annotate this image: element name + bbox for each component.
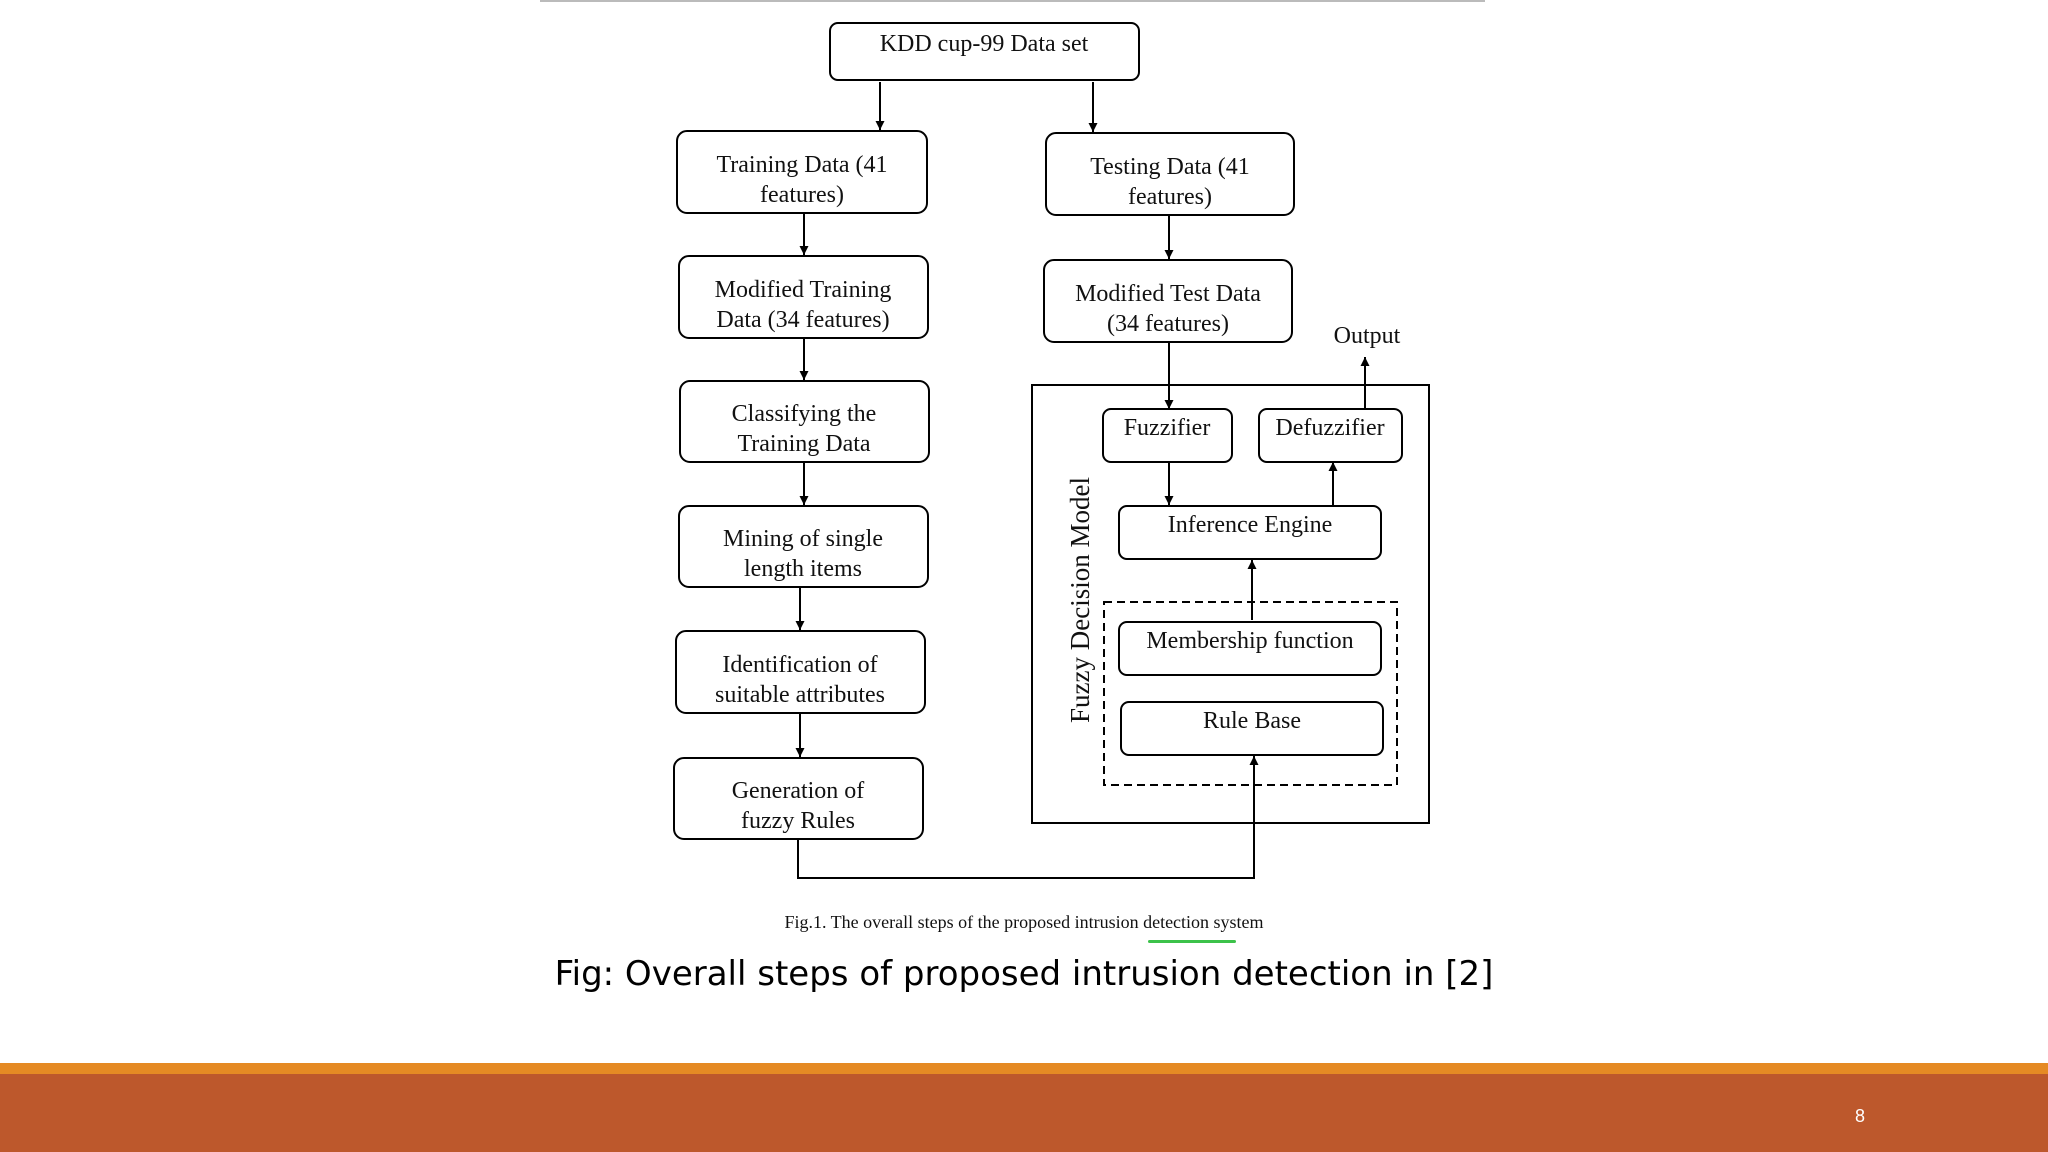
identification-label: Identification of suitable attributes: [715, 652, 885, 708]
train-line-2: features): [760, 182, 844, 208]
defuzzifier-box: [1258, 408, 1403, 463]
testing-data-label: Testing Data (41 features): [1090, 154, 1250, 210]
classifying-box: [679, 380, 930, 463]
membership-function-box: [1118, 621, 1382, 676]
testing-data-box: [1045, 132, 1295, 216]
generate-line-1: Generation of: [732, 778, 865, 804]
fuzzy-decision-model-label: Fuzzy Decision Model: [1065, 477, 1095, 723]
membership-function-label: Membership function: [1146, 628, 1353, 654]
rule-base-box: [1120, 701, 1384, 756]
defuzzifier-line-1: Defuzzifier: [1275, 415, 1384, 441]
membership-line-1: Membership function: [1146, 628, 1353, 654]
mod_train-line-1: Modified Training: [715, 277, 892, 303]
mod_test-line-1: Modified Test Data: [1075, 281, 1261, 307]
mining-line-2: length items: [744, 556, 862, 582]
fuzzifier-line-1: Fuzzifier: [1124, 415, 1211, 441]
generation-label: Generation of fuzzy Rules: [732, 778, 865, 834]
fuzzy-decision-model-box: [1031, 384, 1430, 824]
inference-engine-label: Inference Engine: [1168, 512, 1333, 538]
classify-line-1: Classifying the: [732, 401, 877, 427]
identify-line-2: suitable attributes: [715, 682, 885, 708]
output-label: Output: [1334, 323, 1401, 349]
mining-label: Mining of single length items: [723, 526, 883, 582]
footer-bar: [0, 1074, 2048, 1152]
kdd-dataset-box: [829, 22, 1140, 81]
node-boxes: [673, 22, 1403, 840]
mining-box: [678, 505, 929, 588]
caption-highlight-underline: [1148, 940, 1236, 943]
figure-caption-original: Fig.1. The overall steps of the proposed…: [784, 912, 1264, 932]
identify-line-1: Identification of: [722, 652, 877, 678]
classify-line-2: Training Data: [737, 431, 870, 457]
fuzzifier-label: Fuzzifier: [1124, 415, 1211, 441]
kdd-dataset-label: KDD cup-99 Data set: [880, 31, 1089, 57]
generation-box: [673, 757, 924, 840]
connectors: [795, 82, 1370, 879]
arrow-rules-to-rulebase: [797, 756, 1259, 879]
identification-box: [675, 630, 926, 714]
knowledge-base-dashed-box: [1103, 601, 1398, 786]
intrusion-detection-flowchart: Fuzzy Decision Model Output: [540, 0, 1485, 879]
slide-caption: Fig: Overall steps of proposed intrusion…: [554, 954, 1494, 994]
rulebase-line-1: Rule Base: [1203, 708, 1301, 734]
rule-base-label: Rule Base: [1203, 708, 1301, 734]
test-line-2: features): [1128, 184, 1212, 210]
modified-training-box: [678, 255, 929, 339]
test-line-1: Testing Data (41: [1090, 154, 1250, 180]
fuzzifier-box: [1102, 408, 1233, 463]
training-data-box: [676, 130, 928, 214]
train-line-1: Training Data (41: [716, 152, 887, 178]
training-data-label: Training Data (41 features): [716, 152, 887, 208]
defuzzifier-label: Defuzzifier: [1275, 415, 1384, 441]
mining-line-1: Mining of single: [723, 526, 883, 552]
inference-engine-box: [1118, 505, 1382, 560]
generate-line-2: fuzzy Rules: [741, 808, 855, 834]
slide-page-number: 8: [1854, 1106, 1865, 1126]
footer-accent-stripe: [0, 1063, 2048, 1074]
modified-test-box: [1043, 259, 1293, 343]
kdd-line-1: KDD cup-99 Data set: [880, 31, 1089, 57]
inference-line-1: Inference Engine: [1168, 512, 1333, 538]
mod_train-line-2: Data (34 features): [716, 307, 889, 333]
modified-test-label: Modified Test Data (34 features): [1075, 281, 1261, 337]
mod_test-line-2: (34 features): [1107, 311, 1229, 337]
